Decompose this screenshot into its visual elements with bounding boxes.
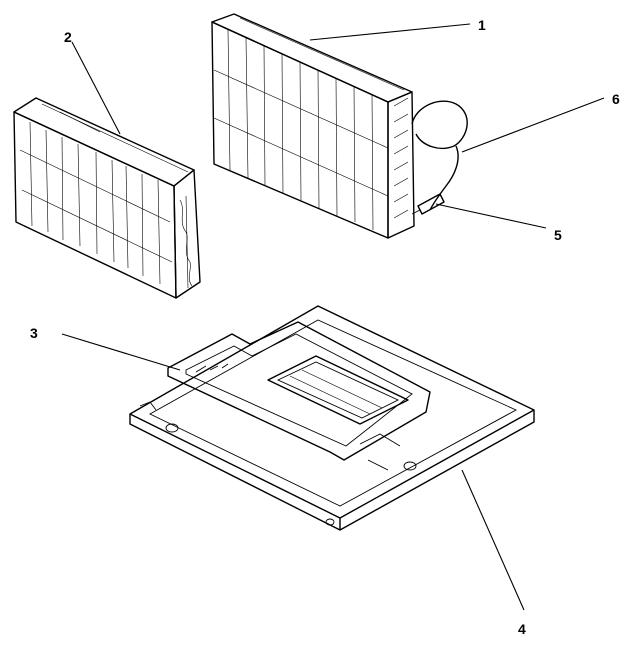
- callout-label-6: 6: [612, 91, 620, 107]
- leader-line-1: [309, 23, 471, 41]
- callout-label-5: 5: [554, 227, 562, 243]
- leader-line-6: [461, 97, 605, 153]
- callout-label-4: 4: [518, 621, 526, 637]
- part-2-coil-block: [13, 97, 201, 299]
- callout-label-3: 3: [30, 325, 38, 341]
- part-5-fitting: [411, 193, 445, 215]
- leader-line-5: [435, 203, 547, 229]
- part-1-coil-block: [211, 13, 415, 239]
- leader-line-4: [461, 469, 525, 611]
- callout-label-2: 2: [64, 29, 72, 45]
- part-3-drain-tray: [167, 321, 431, 461]
- leader-line-3: [61, 333, 181, 371]
- callout-label-1: 1: [478, 17, 486, 33]
- part-6-capillary-tube: [411, 100, 468, 211]
- leader-line-2: [71, 41, 121, 135]
